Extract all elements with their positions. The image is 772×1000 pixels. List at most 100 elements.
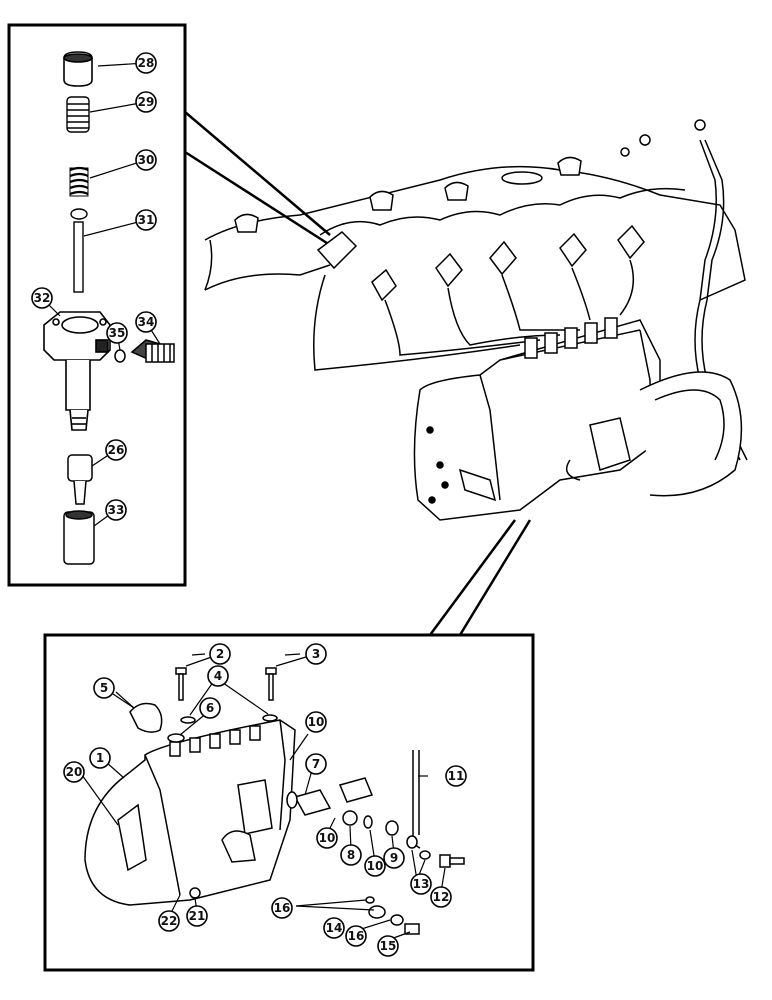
callout-circle	[135, 209, 157, 231]
callout-circle	[445, 765, 467, 787]
callout-c10a: 10	[305, 711, 327, 733]
callout-circle	[199, 697, 221, 719]
nozzle	[67, 454, 93, 505]
callout-circle	[207, 665, 229, 687]
callout-c35: 35	[106, 322, 128, 351]
callout-number: 10	[367, 859, 384, 873]
callout-number: 34	[138, 315, 155, 329]
callout-number: 21	[189, 909, 206, 923]
callout-c14: 14	[323, 917, 345, 939]
callout-circle	[105, 439, 127, 461]
callout-number: 2	[216, 647, 224, 661]
callout-number: 13	[413, 877, 430, 891]
callout-number: 29	[138, 95, 155, 109]
callout-c32: 32	[31, 287, 61, 317]
callout-c6: 6	[199, 697, 221, 719]
spring	[69, 166, 89, 197]
callout-c34: 34	[135, 311, 161, 345]
callout-circle	[316, 827, 338, 849]
callout-number: 20	[66, 765, 83, 779]
callout-c28: 28	[97, 52, 157, 74]
callout-number: 10	[308, 715, 325, 729]
callout-c2: 2	[185, 643, 231, 667]
callout-circle	[93, 677, 115, 699]
callout-number: 5	[100, 681, 108, 695]
callout-c7: 7	[305, 753, 327, 775]
callout-number: 7	[312, 757, 320, 771]
callout-circle	[271, 897, 293, 919]
callout-circle	[340, 844, 362, 866]
callout-circle	[383, 847, 405, 869]
spindle	[70, 208, 88, 293]
callout-c16b: 16	[345, 925, 367, 947]
callout-number: 22	[161, 914, 178, 928]
callout-circle	[377, 935, 399, 957]
callout-c10c: 10	[364, 855, 386, 877]
callout-circle	[63, 761, 85, 783]
callout-number: 30	[138, 153, 155, 167]
callout-number: 35	[109, 326, 126, 340]
callout-circle	[106, 322, 128, 344]
cap-nut	[63, 51, 93, 87]
nozzle-nut	[63, 510, 95, 565]
callout-c9: 9	[383, 847, 405, 869]
callout-circle	[410, 873, 432, 895]
callout-c30: 30	[89, 149, 157, 179]
callout-circle	[89, 747, 111, 769]
callout-number: 9	[390, 851, 398, 865]
callout-circle	[209, 643, 231, 665]
callout-number: 32	[34, 291, 51, 305]
callout-circle	[323, 917, 345, 939]
callout-c15: 15	[377, 935, 399, 957]
callout-c21: 21	[186, 905, 208, 927]
callout-c10b: 10	[316, 827, 338, 849]
callout-number: 1	[96, 751, 104, 765]
injector-detail-inset	[7, 23, 331, 587]
callout-circle	[186, 905, 208, 927]
callout-circle	[364, 855, 386, 877]
callout-circle	[158, 910, 180, 932]
callout-number: 15	[380, 939, 397, 953]
callout-c4: 4	[207, 665, 229, 687]
callout-c29: 29	[89, 91, 157, 113]
callout-number: 28	[138, 56, 155, 70]
callout-circle	[135, 52, 157, 74]
callout-c12: 12	[430, 886, 452, 908]
callout-number: 26	[108, 443, 125, 457]
callout-c1: 1	[89, 747, 111, 769]
callout-c22: 22	[158, 910, 180, 932]
washer	[114, 349, 126, 363]
callout-number: 12	[433, 890, 450, 904]
callout-circle	[305, 643, 327, 665]
callout-circle	[31, 287, 53, 309]
callout-circle	[135, 149, 157, 171]
callout-c13: 13	[410, 873, 432, 895]
callout-c3: 3	[275, 643, 327, 667]
callout-c20: 20	[63, 761, 85, 783]
callout-number: 14	[326, 921, 343, 935]
callout-number: 3	[312, 647, 320, 661]
callout-number: 8	[347, 848, 355, 862]
callout-circle	[345, 925, 367, 947]
callout-circle	[305, 711, 327, 733]
callout-circle	[305, 753, 327, 775]
callout-c26: 26	[91, 439, 127, 467]
callout-number: 4	[214, 669, 222, 683]
engine-assembly	[204, 119, 748, 521]
callout-number: 16	[348, 929, 365, 943]
callout-number: 16	[274, 901, 291, 915]
callout-number: 10	[319, 831, 336, 845]
callout-number: 33	[108, 503, 125, 517]
callout-circle	[430, 886, 452, 908]
callout-c33: 33	[93, 499, 127, 527]
pump-detail-inset	[43, 633, 535, 972]
callout-number: 31	[138, 213, 155, 227]
callout-c16a: 16	[271, 897, 293, 919]
callout-number: 11	[448, 769, 465, 783]
callout-c11: 11	[445, 765, 467, 787]
nozzle-holder	[43, 311, 111, 431]
callout-c5: 5	[93, 677, 135, 709]
